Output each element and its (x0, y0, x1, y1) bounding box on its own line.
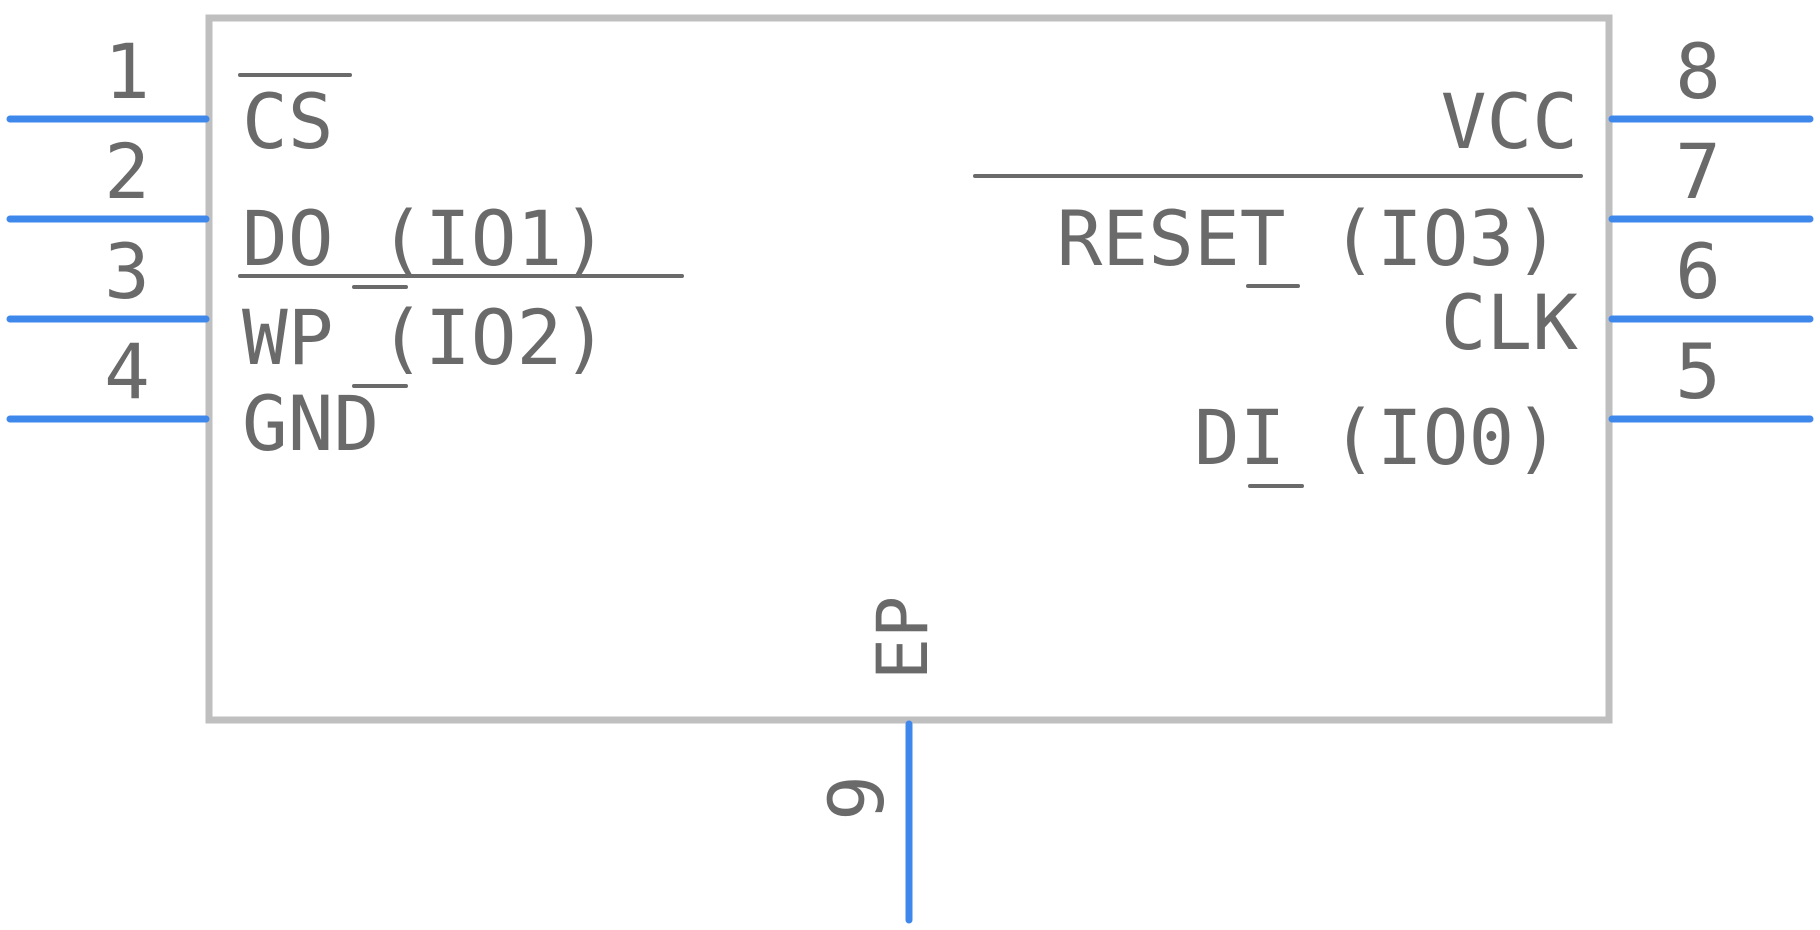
pin-4-name: GND (242, 379, 379, 468)
pin-9-name: EP (862, 596, 944, 680)
pin-2-number: 2 (104, 127, 150, 216)
pin-1-name: CS (242, 77, 334, 166)
pin-7-number: 7 (1675, 127, 1721, 216)
pin-3-name: WP (IO2) (242, 293, 608, 382)
pin-3-number: 3 (104, 227, 150, 316)
pin-6-name: CLK (1441, 278, 1579, 367)
pin-5-number: 5 (1675, 327, 1721, 416)
pin-9-number: 9 (812, 775, 901, 821)
pin-8-name: VCC (1441, 77, 1578, 166)
pin-7-name: RESET (IO3) (1057, 194, 1560, 283)
component-body (205, 14, 1613, 724)
pin-2-name: DO (IO1) (242, 194, 608, 283)
pin-4-number: 4 (104, 327, 150, 416)
pin-1-number: 1 (104, 27, 150, 116)
pin-5-name: DI (IO0) (1194, 393, 1560, 482)
pin-8-number: 8 (1675, 27, 1721, 116)
pin-6-number: 6 (1675, 227, 1721, 316)
